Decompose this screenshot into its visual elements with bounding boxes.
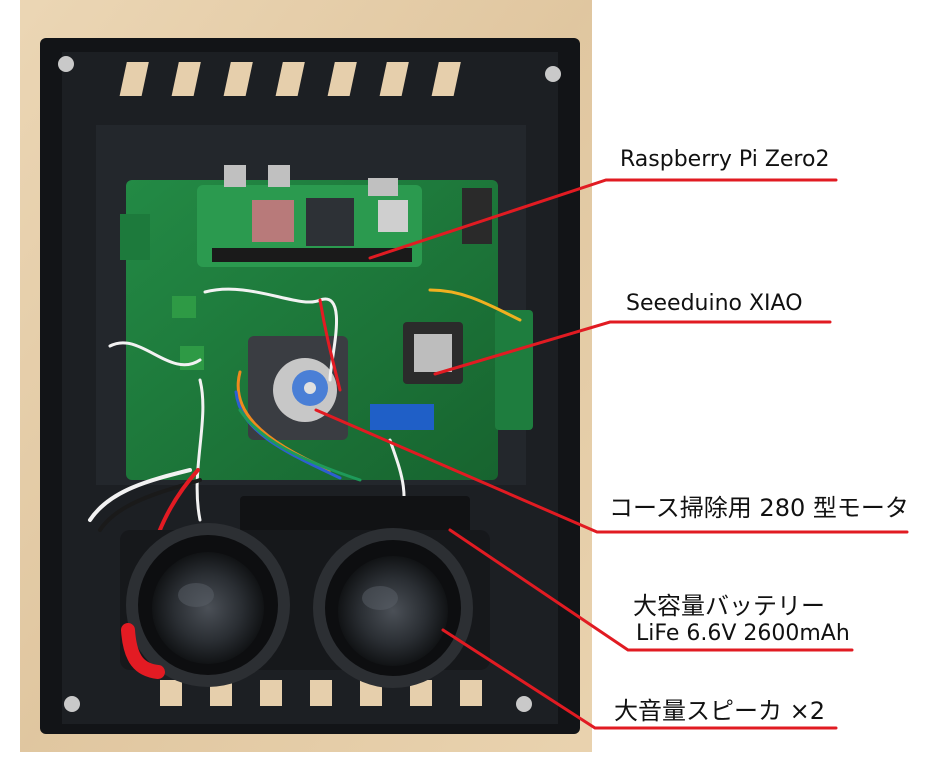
callout-line-motor	[314, 408, 909, 534]
callout-line-battery	[448, 528, 854, 652]
side-pcb	[495, 310, 533, 430]
label-battery-spec: LiFe 6.6V 2600mAh	[636, 621, 850, 646]
gpio-header	[212, 248, 412, 262]
terminal-block	[370, 404, 434, 430]
label-speakers: 大音量スピーカ ×2	[614, 697, 826, 725]
callout-lines	[314, 178, 909, 730]
label-course-cleaning-motor: コース掃除用 280 型モータ	[609, 494, 909, 522]
label-seeeduino-xiao: Seeeduino XIAO	[626, 291, 803, 316]
screw-bottom-right	[516, 696, 532, 712]
callout-line-rpi	[368, 178, 838, 260]
screw-top-left	[58, 56, 74, 72]
screw-top-right	[545, 66, 561, 82]
speaker-right	[313, 528, 473, 688]
top-vent-slots	[119, 62, 461, 96]
callout-line-speaker	[441, 628, 838, 730]
screw-bottom-left	[64, 696, 80, 712]
label-battery-title: 大容量バッテリー	[633, 592, 825, 620]
label-raspberry-pi: Raspberry Pi Zero2	[620, 147, 830, 172]
speaker-left	[126, 523, 290, 687]
main-pcb	[120, 165, 533, 480]
callout-line-xiao	[433, 320, 832, 376]
